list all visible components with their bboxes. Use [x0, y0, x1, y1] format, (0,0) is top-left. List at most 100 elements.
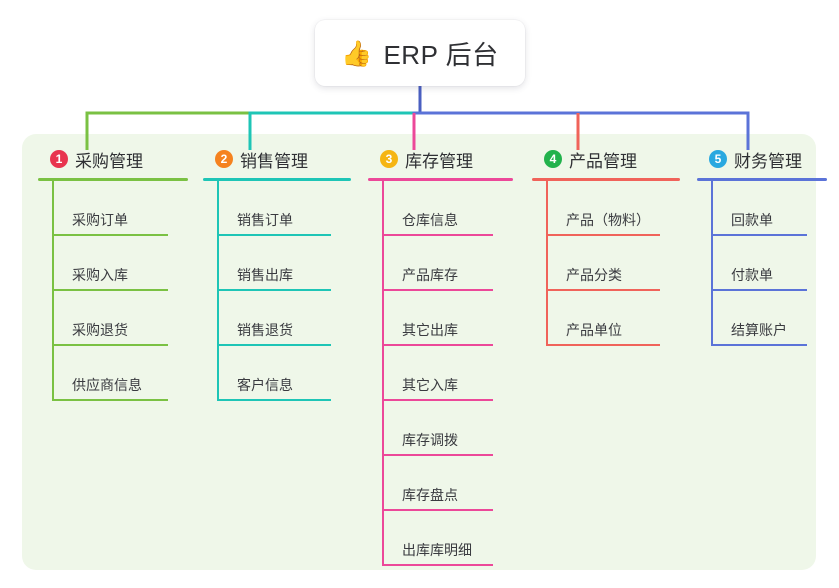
list-item-underline	[546, 344, 660, 346]
column-items: 产品（物料） 产品分类产品单位	[532, 181, 680, 346]
list-item-label: 采购退货	[72, 322, 128, 338]
list-item-underline	[382, 509, 493, 511]
column-3: 3 库存管理仓库信息产品库存其它出库其它入库库存调拨库存盘点出库库明细	[368, 146, 513, 566]
list-item[interactable]: 其它出库	[368, 291, 513, 346]
root-node-label: ERP 后台	[383, 39, 499, 70]
list-item-label: 销售退货	[237, 322, 293, 338]
list-item-underline	[382, 234, 493, 236]
column-underline	[697, 178, 827, 181]
list-item-label: 仓库信息	[402, 212, 458, 228]
column-underline	[203, 178, 351, 181]
list-item[interactable]: 产品分类	[532, 236, 680, 291]
column-title: 产品管理	[569, 151, 637, 171]
list-item-underline	[52, 399, 168, 401]
list-item[interactable]: 销售退货	[203, 291, 351, 346]
list-item-label: 出库库明细	[402, 542, 472, 558]
column-badge-2: 2	[215, 150, 233, 168]
root-node[interactable]: 👍 ERP 后台	[315, 20, 525, 86]
list-item-underline	[217, 289, 331, 291]
list-item-label: 其它出库	[402, 322, 458, 338]
list-item[interactable]: 采购订单	[38, 181, 188, 236]
column-spine	[382, 181, 384, 566]
column-title: 销售管理	[240, 151, 308, 171]
list-item-label: 其它入库	[402, 377, 458, 393]
column-underline	[38, 178, 188, 181]
column-items: 回款单付款单结算账户	[697, 181, 827, 346]
column-badge-4: 4	[544, 150, 562, 168]
list-item[interactable]: 供应商信息	[38, 346, 188, 401]
column-items: 采购订单采购入库采购退货供应商信息	[38, 181, 188, 401]
list-item[interactable]: 付款单	[697, 236, 827, 291]
list-item-underline	[546, 289, 660, 291]
column-badge-3: 3	[380, 150, 398, 168]
list-item-label: 库存调拨	[402, 432, 458, 448]
list-item-underline	[546, 234, 660, 236]
list-item[interactable]: 产品单位	[532, 291, 680, 346]
list-item-underline	[382, 564, 493, 566]
list-item[interactable]: 销售订单	[203, 181, 351, 236]
column-spine	[217, 181, 219, 401]
list-item[interactable]: 库存调拨	[368, 401, 513, 456]
list-item-underline	[382, 399, 493, 401]
column-badge-5: 5	[709, 150, 727, 168]
column-items: 仓库信息产品库存其它出库其它入库库存调拨库存盘点出库库明细	[368, 181, 513, 566]
list-item-underline	[52, 344, 168, 346]
list-item[interactable]: 库存盘点	[368, 456, 513, 511]
list-item[interactable]: 其它入库	[368, 346, 513, 401]
list-item-label: 销售出库	[237, 267, 293, 283]
list-item[interactable]: 采购入库	[38, 236, 188, 291]
column-header-1[interactable]: 1 采购管理	[38, 146, 188, 172]
column-header-5[interactable]: 5 财务管理	[697, 146, 827, 172]
column-title: 财务管理	[734, 151, 802, 171]
list-item-label: 销售订单	[237, 212, 293, 228]
column-title: 库存管理	[405, 151, 473, 171]
column-underline	[532, 178, 680, 181]
thumbs-up-icon: 👍	[341, 38, 373, 68]
column-2: 2 销售管理销售订单销售出库销售退货客户信息	[203, 146, 351, 401]
list-item[interactable]: 客户信息	[203, 346, 351, 401]
list-item[interactable]: 回款单	[697, 181, 827, 236]
list-item-underline	[711, 234, 807, 236]
list-item-label: 采购订单	[72, 212, 128, 228]
list-item-underline	[52, 234, 168, 236]
list-item-label: 库存盘点	[402, 487, 458, 503]
column-5: 5 财务管理回款单付款单结算账户	[697, 146, 827, 346]
list-item-label: 产品库存	[402, 267, 458, 283]
list-item[interactable]: 仓库信息	[368, 181, 513, 236]
list-item-label: 付款单	[731, 267, 773, 283]
list-item-underline	[217, 399, 331, 401]
column-spine	[546, 181, 548, 346]
list-item-label: 供应商信息	[72, 377, 142, 393]
list-item-label: 产品（物料）	[566, 212, 650, 228]
list-item[interactable]: 销售出库	[203, 236, 351, 291]
list-item[interactable]: 采购退货	[38, 291, 188, 346]
list-item-underline	[711, 344, 807, 346]
column-items: 销售订单销售出库销售退货客户信息	[203, 181, 351, 401]
column-spine	[711, 181, 713, 346]
list-item[interactable]: 产品（物料）	[532, 181, 680, 236]
list-item-underline	[382, 454, 493, 456]
column-badge-1: 1	[50, 150, 68, 168]
list-item-label: 产品分类	[566, 267, 622, 283]
list-item-underline	[217, 234, 331, 236]
column-title: 采购管理	[75, 151, 143, 171]
column-header-3[interactable]: 3 库存管理	[368, 146, 513, 172]
list-item-underline	[711, 289, 807, 291]
list-item-underline	[382, 289, 493, 291]
column-underline	[368, 178, 513, 181]
column-header-4[interactable]: 4 产品管理	[532, 146, 680, 172]
diagram-background-panel	[22, 134, 816, 570]
list-item-label: 结算账户	[731, 322, 787, 338]
list-item[interactable]: 出库库明细	[368, 511, 513, 566]
column-header-2[interactable]: 2 销售管理	[203, 146, 351, 172]
column-4: 4 产品管理产品（物料） 产品分类产品单位	[532, 146, 680, 346]
list-item[interactable]: 产品库存	[368, 236, 513, 291]
list-item-label: 产品单位	[566, 322, 622, 338]
list-item-underline	[52, 289, 168, 291]
list-item-label: 采购入库	[72, 267, 128, 283]
list-item-label: 客户信息	[237, 377, 293, 393]
list-item-underline	[382, 344, 493, 346]
list-item-underline	[217, 344, 331, 346]
list-item[interactable]: 结算账户	[697, 291, 827, 346]
